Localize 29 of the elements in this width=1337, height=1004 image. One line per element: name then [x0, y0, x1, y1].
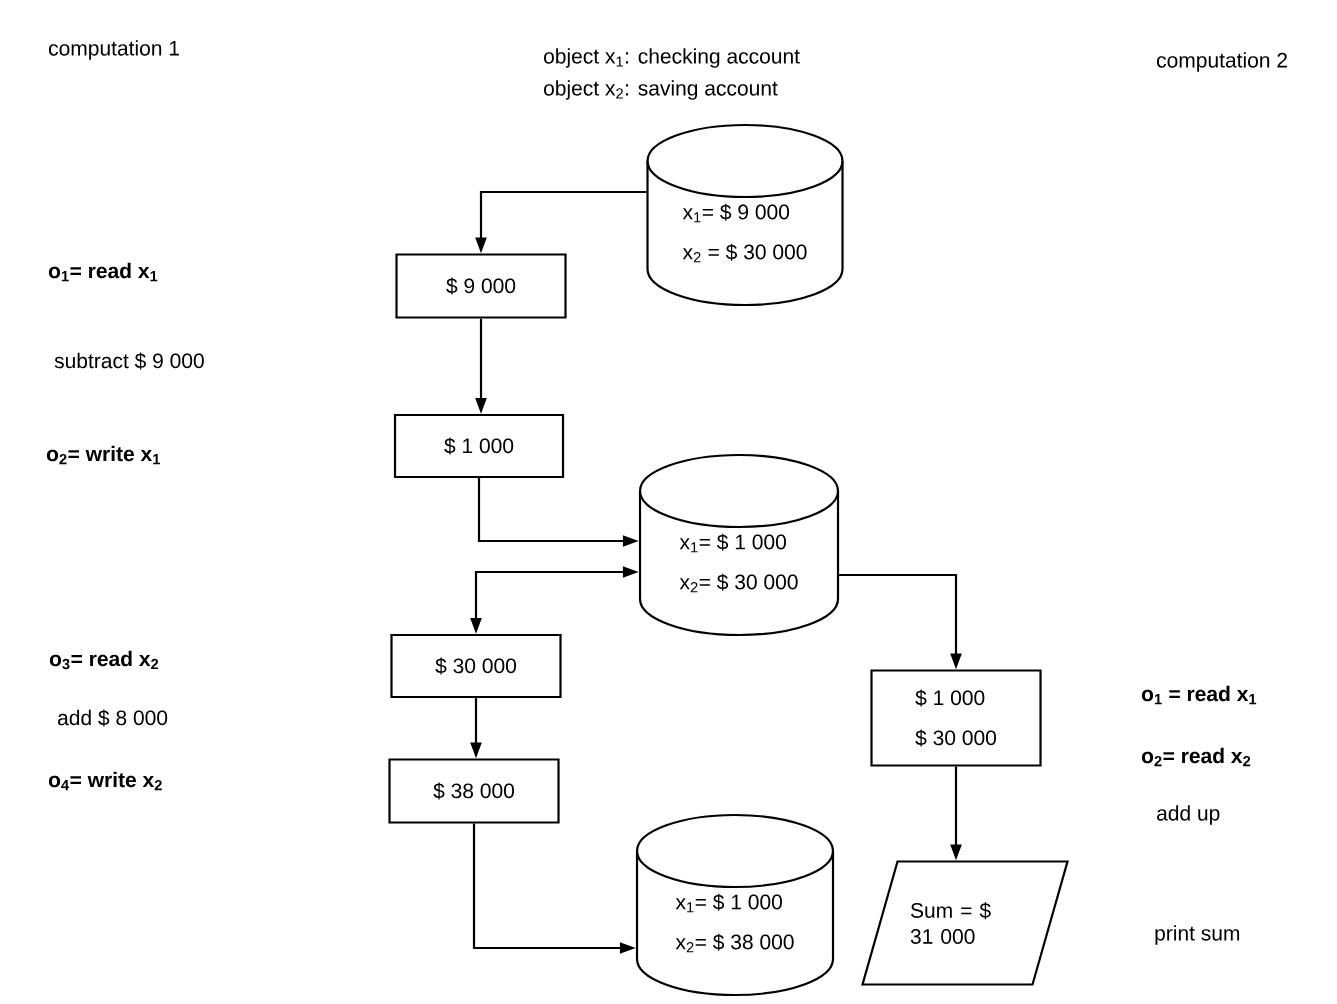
process-box: $ 1 000	[393, 413, 565, 479]
operation-label: o$_{3}$= read x$_{2}$	[49, 650, 159, 670]
process-box: $ 30 000	[390, 633, 562, 699]
text-label: computation 2	[1157, 52, 1287, 72]
text-label: add up	[1157, 805, 1220, 825]
text-label: object x$_{2}$: saving account	[544, 80, 778, 100]
database-cylinder: x$_{1}$= $ 1 000 x$_{2}$= $ 30 000	[638, 453, 840, 637]
operation-label: o$_{1}$ = read x$_{1}$	[1141, 685, 1257, 705]
node-label: x$_{2}$= $ 30 000	[679, 573, 798, 593]
node-label: x$_{1}$= $ 9 000	[682, 203, 790, 223]
text-label: object x$_{1}$: checking account	[544, 48, 800, 68]
operation-label: o$_{1}$= read x$_{1}$	[48, 262, 158, 282]
text-label: computation 1	[49, 40, 179, 60]
node-label: x$_{1}$= $ 1 000	[675, 893, 782, 913]
process-box: $ 9 000	[395, 253, 567, 319]
output-parallelogram: Sum = $ 31 000	[861, 860, 1069, 986]
node-label: x$_{2}$ = $ 30 000	[682, 243, 807, 263]
operation-label: o$_{4}$= write x$_{2}$	[48, 771, 162, 791]
node-label: x$_{1}$= $ 1 000	[679, 533, 786, 553]
text-label: add $ 8 000	[58, 709, 168, 727]
text-label: print sum	[1155, 925, 1240, 945]
database-cylinder: x$_{1}$= $ 1 000 x$_{2}$= $ 38 000	[635, 813, 835, 997]
database-cylinder: x$_{1}$= $ 9 000 x$_{2}$ = $ 30 000	[646, 123, 844, 307]
operation-label: o$_{2}$= read x$_{2}$	[1141, 747, 1251, 767]
operation-label: o$_{2}$= write x$_{1}$	[46, 445, 160, 465]
text-label: subtract $ 9 000	[54, 352, 204, 370]
node-label: x$_{2}$= $ 38 000	[675, 933, 794, 953]
process-box: $ 1 000 $ 30 000	[870, 669, 1042, 767]
process-box: $ 38 000	[388, 758, 560, 824]
